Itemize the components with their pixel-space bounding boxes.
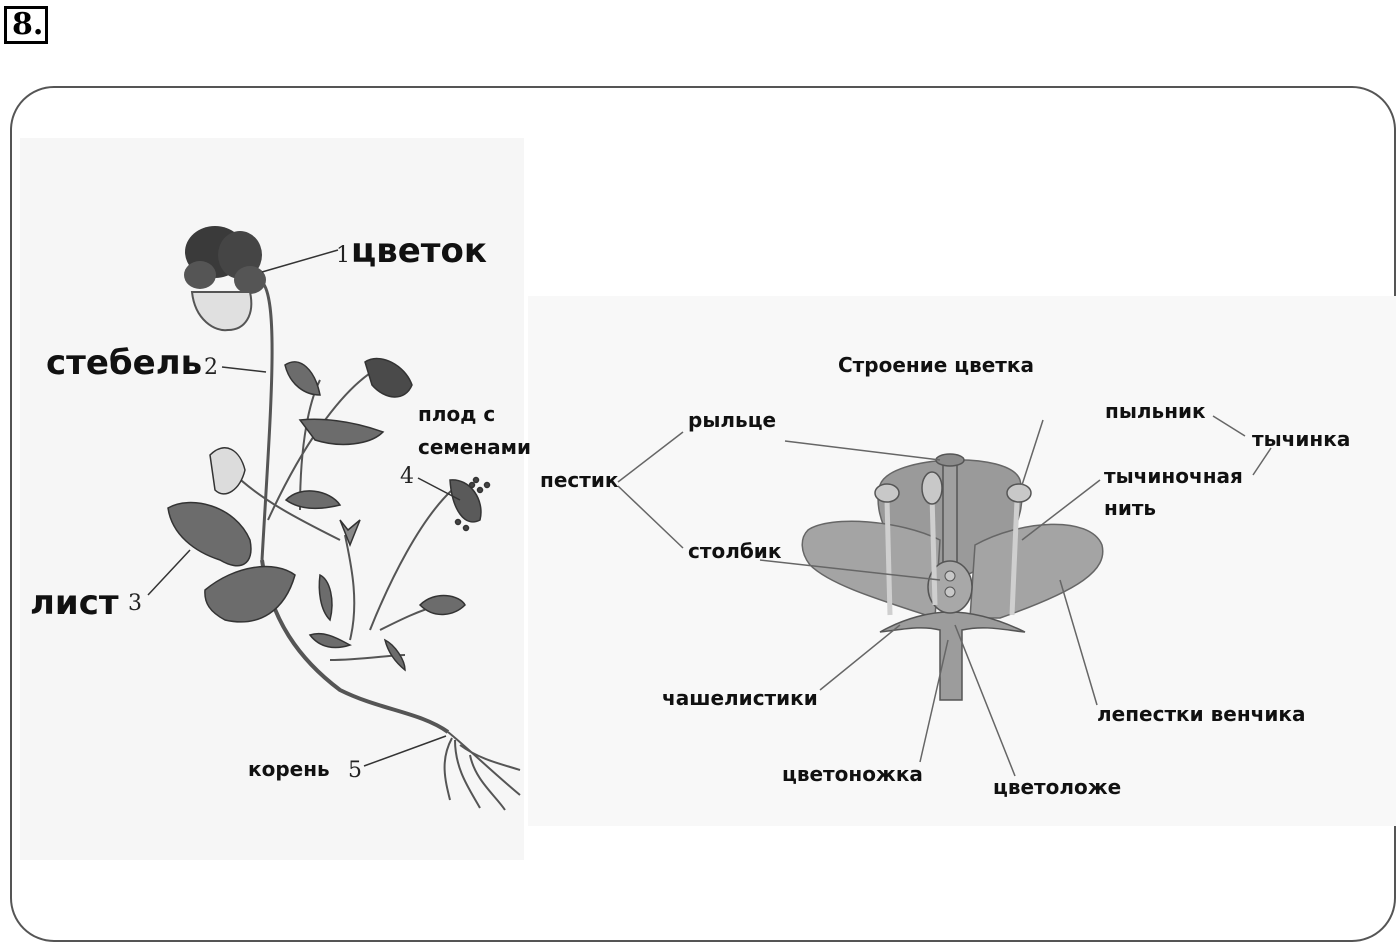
label-petals: лепестки венчика (1097, 702, 1305, 726)
label-sepals: чашелистики (662, 686, 818, 710)
plant-leaves-drawing (167, 361, 466, 672)
plant-label-1-name: цветок (351, 231, 487, 271)
plant-label-2-number: 2 (204, 355, 218, 380)
plant-panel (20, 138, 524, 860)
right-petal (969, 523, 1104, 619)
label-style: столбик (688, 539, 782, 563)
flower-leader-lines (617, 415, 1272, 777)
plant-label-3-name: лист (30, 583, 119, 623)
pistil-stigma (935, 453, 965, 467)
pistil-style (942, 464, 958, 571)
plant-label-4-line1: плод с (418, 402, 495, 426)
label-pedicel: цветоножка (782, 762, 923, 786)
label-filament-line2: нить (1104, 496, 1156, 520)
label-receptacle: цветоложе (993, 775, 1121, 799)
flower-section-drawing (801, 453, 1104, 701)
label-filament-line1: тычиночная (1104, 464, 1243, 488)
plant-label-1-number: 1 (336, 243, 350, 268)
task-number: 8. (4, 6, 48, 44)
pansy-flower-drawing (184, 226, 266, 332)
plant-label-5-name: корень (248, 757, 330, 781)
stamens (874, 471, 1032, 616)
plant-label-4-line2: семенами (418, 435, 531, 459)
plant-buds-drawing (209, 357, 491, 548)
label-stamen: тычинка (1252, 427, 1350, 451)
flower-diagram-title: Строение цветка (838, 353, 1034, 377)
label-anther: пыльник (1105, 399, 1206, 423)
label-stigma: рыльце (688, 408, 776, 432)
plant-label-5-number: 5 (348, 758, 362, 783)
label-pistil: пестик (540, 468, 619, 492)
plant-label-3-number: 3 (128, 591, 142, 616)
plant-label-2-name: стебель (46, 343, 202, 383)
plant-leader-lines (147, 249, 461, 767)
plant-label-4-number: 4 (400, 464, 414, 489)
